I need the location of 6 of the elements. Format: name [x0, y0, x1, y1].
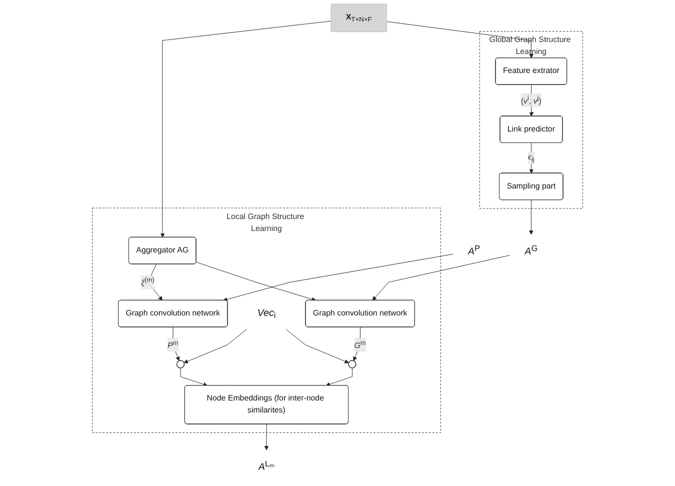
node-text: A$^{G}$: [524, 243, 538, 258]
node-text: A$^{Lₘ}$: [258, 458, 275, 473]
node-circle: [348, 360, 356, 368]
node-text: A$^{P}$: [468, 243, 480, 258]
node-circle: [176, 360, 185, 368]
node-text: Vec$_{i}$: [257, 307, 276, 320]
